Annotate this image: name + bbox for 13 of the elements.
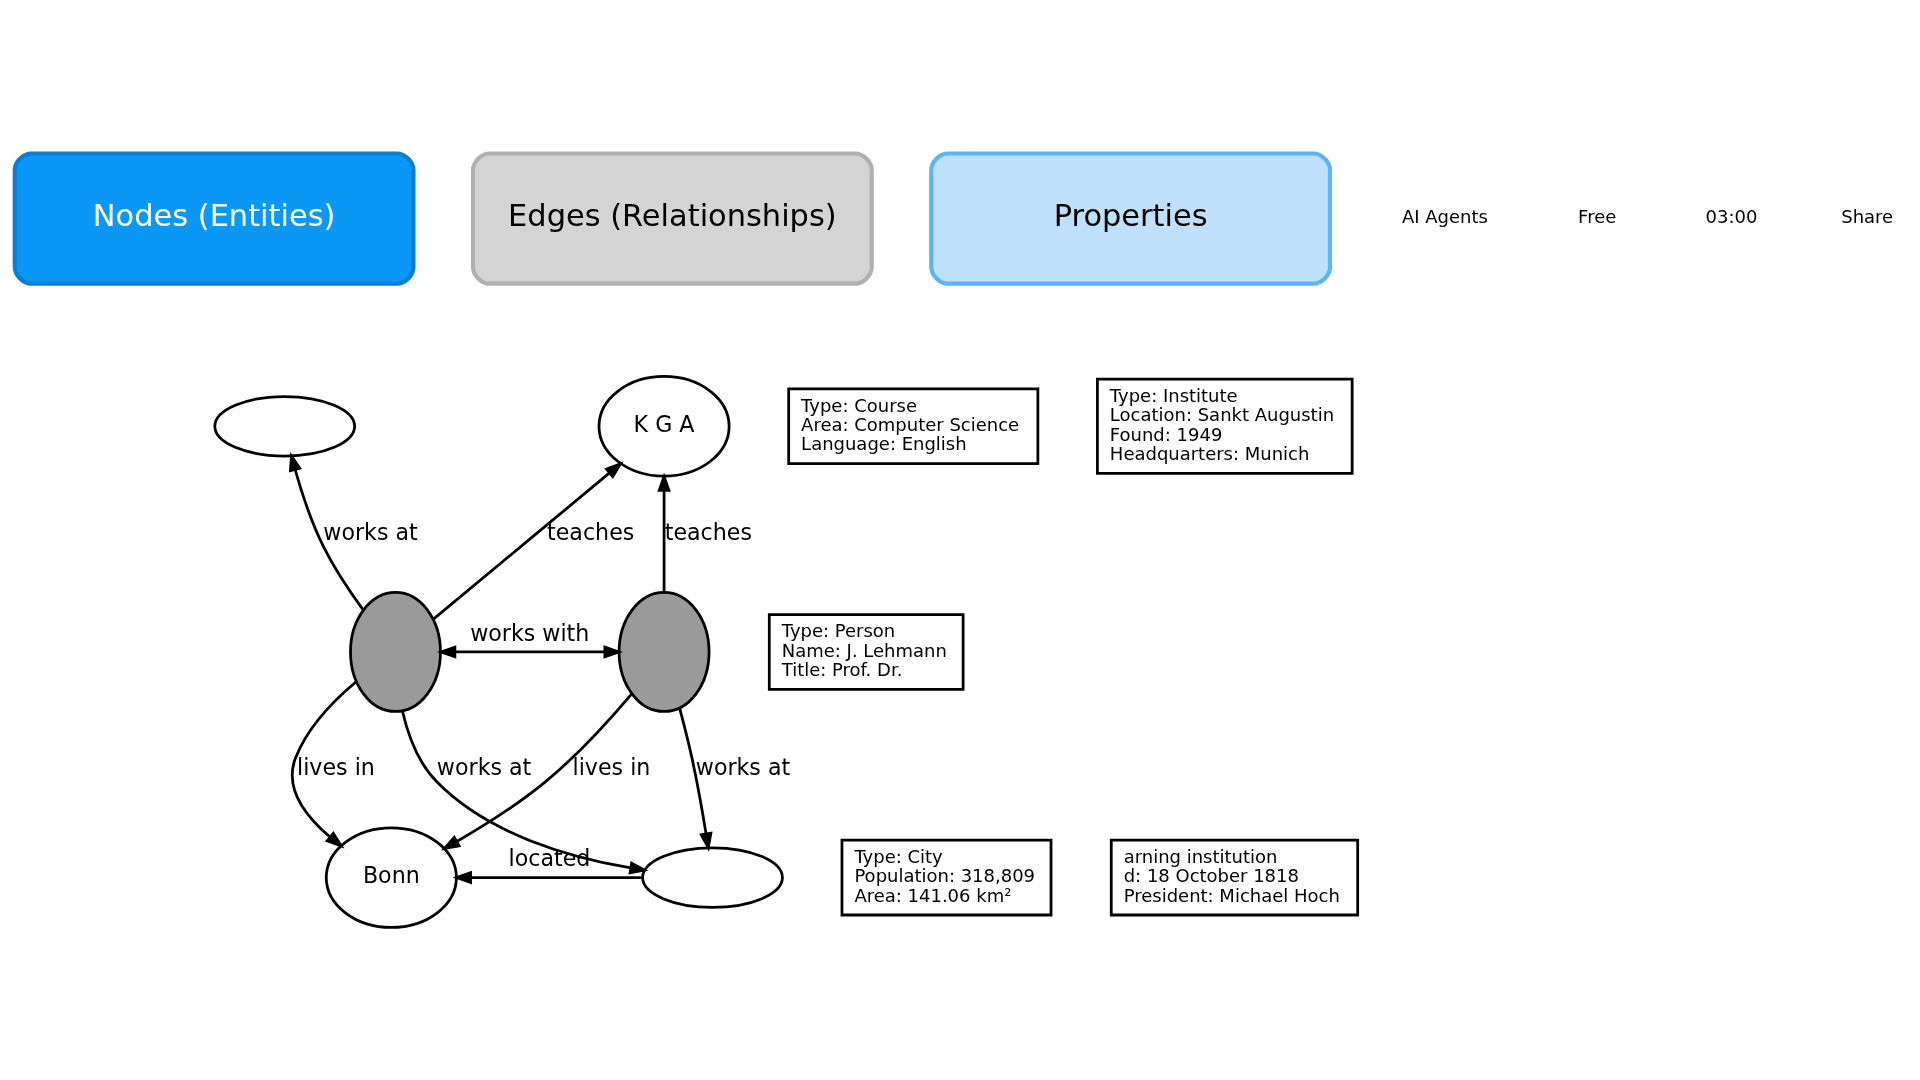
edge-label: works at [695, 753, 791, 780]
edge-label: works at [323, 518, 418, 545]
edge-label: works with [470, 619, 590, 646]
edge-label: teaches [547, 518, 635, 545]
label: Share [1841, 205, 1894, 227]
label: AI Agents [1401, 205, 1488, 227]
edge-label: located [508, 844, 591, 871]
edge-label: works at [436, 753, 532, 780]
edge-label: teaches [664, 518, 752, 545]
edge-label: lives in [297, 753, 375, 780]
edge-label: lives in [572, 753, 651, 780]
label: Free [1578, 205, 1617, 227]
label: 03:00 [1705, 205, 1758, 227]
